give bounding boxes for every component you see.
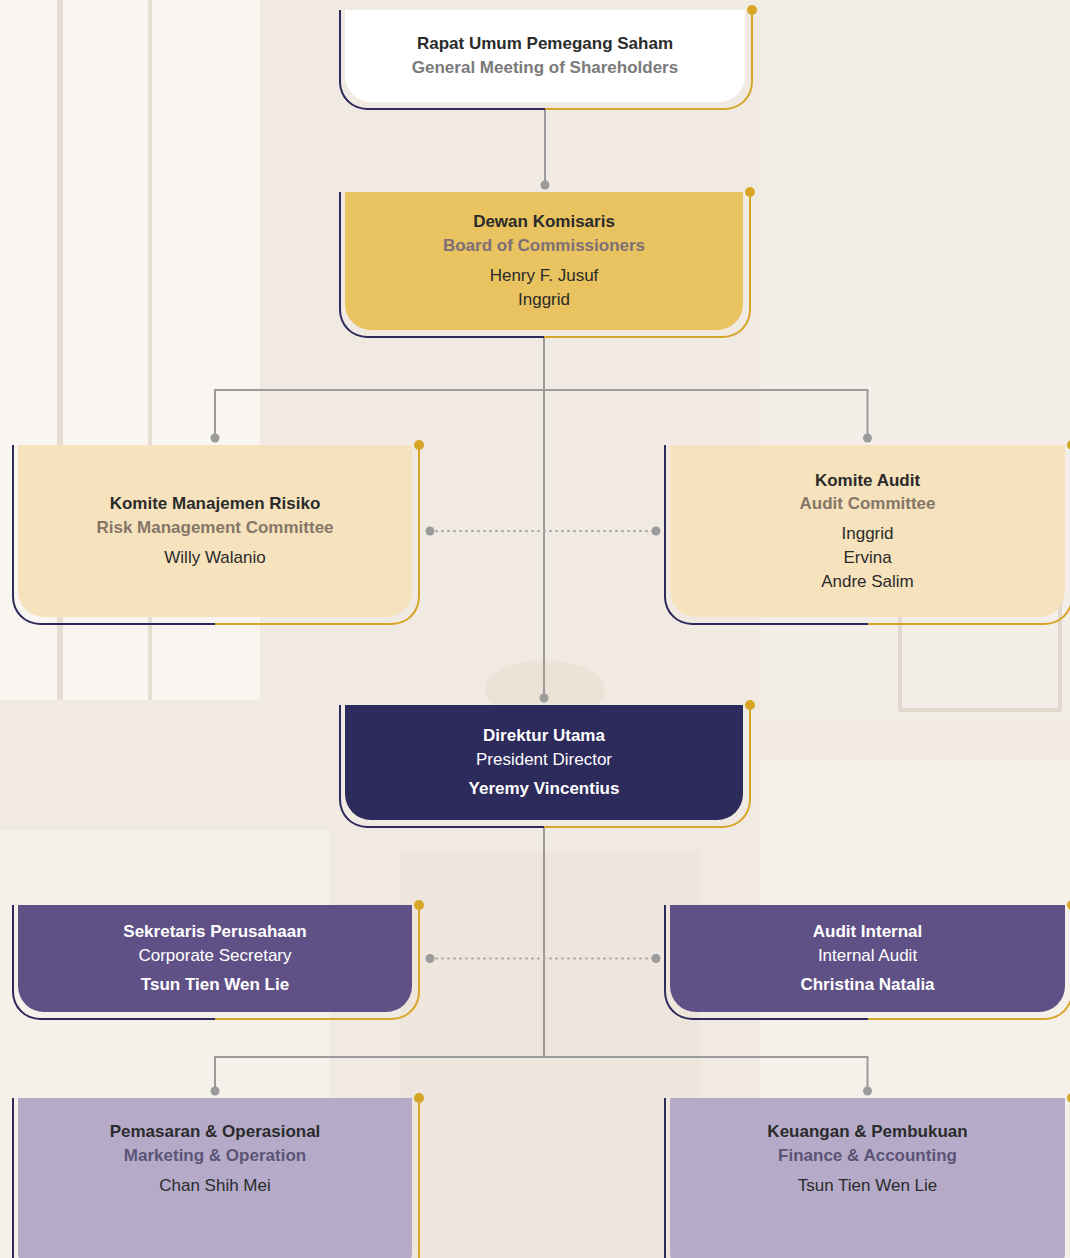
box-subtitle: Audit Committee (800, 492, 936, 516)
person-name: Willy Walanio (164, 546, 265, 570)
person-name: Tsun Tien Wen Lie (798, 1174, 938, 1198)
connector-dot (211, 1087, 220, 1096)
dotted-connector (430, 530, 656, 532)
corner-dot (1067, 440, 1070, 450)
person-name: Christina Natalia (800, 973, 934, 997)
person-name: Inggrid (518, 288, 570, 312)
box-subtitle: Corporate Secretary (138, 944, 291, 968)
person-name: Chan Shih Mei (159, 1174, 271, 1198)
person-name: Ervina (843, 546, 891, 570)
person-name: Yeremy Vincentius (469, 777, 620, 801)
connector-line (215, 338, 544, 438)
box-subtitle: President Director (476, 748, 612, 772)
org-box: Komite Manajemen RisikoRisk Management C… (18, 445, 412, 617)
box-title: Komite Audit (815, 469, 920, 493)
corner-dot (1067, 900, 1070, 910)
connector-dot (426, 954, 435, 963)
org-box: Rapat Umum Pemegang SahamGeneral Meeting… (345, 10, 745, 102)
corner-dot (414, 900, 424, 910)
corner-dot (747, 5, 757, 15)
box-title: Audit Internal (813, 920, 923, 944)
connector-line (544, 110, 546, 185)
connector-dot (541, 181, 550, 190)
connector-dot (540, 694, 549, 703)
org-box: Komite AuditAudit CommitteeInggridErvina… (670, 445, 1065, 617)
box-title: Komite Manajemen Risiko (110, 492, 321, 516)
background-table (400, 850, 700, 1258)
org-box: Audit InternalInternal AuditChristina Na… (670, 905, 1065, 1012)
person-name: Tsun Tien Wen Lie (141, 973, 289, 997)
dotted-connector (430, 958, 656, 960)
connector-dot (863, 434, 872, 443)
org-box: Keuangan & PembukuanFinance & Accounting… (670, 1098, 1065, 1258)
connector-line (544, 338, 868, 438)
connector-dot (652, 527, 661, 536)
connector-dot (863, 1087, 872, 1096)
box-subtitle: Marketing & Operation (124, 1144, 306, 1168)
corner-dot (414, 1093, 424, 1103)
org-box: Direktur UtamaPresident DirectorYeremy V… (345, 705, 743, 820)
corner-dot (414, 440, 424, 450)
org-box: Sekretaris PerusahaanCorporate Secretary… (18, 905, 412, 1012)
box-title: Sekretaris Perusahaan (123, 920, 306, 944)
box-subtitle: General Meeting of Shareholders (412, 56, 678, 80)
box-subtitle: Board of Commissioners (443, 234, 645, 258)
box-subtitle: Risk Management Committee (96, 516, 333, 540)
person-name: Andre Salim (821, 570, 914, 594)
connector-dot (426, 527, 435, 536)
connector-dot (652, 954, 661, 963)
corner-dot (745, 700, 755, 710)
box-subtitle: Internal Audit (818, 944, 917, 968)
box-subtitle: Finance & Accounting (778, 1144, 957, 1168)
box-title: Dewan Komisaris (473, 210, 615, 234)
person-name: Henry F. Jusuf (490, 264, 599, 288)
corner-dot (745, 187, 755, 197)
person-name: Inggrid (842, 522, 894, 546)
connector-line (543, 338, 545, 698)
corner-dot (1067, 1093, 1070, 1103)
box-title: Rapat Umum Pemegang Saham (417, 32, 673, 56)
org-box: Pemasaran & OperasionalMarketing & Opera… (18, 1098, 412, 1258)
box-title: Keuangan & Pembukuan (767, 1120, 967, 1144)
org-box: Dewan KomisarisBoard of CommissionersHen… (345, 192, 743, 330)
box-title: Pemasaran & Operasional (110, 1120, 321, 1144)
box-title: Direktur Utama (483, 724, 605, 748)
connector-dot (211, 434, 220, 443)
